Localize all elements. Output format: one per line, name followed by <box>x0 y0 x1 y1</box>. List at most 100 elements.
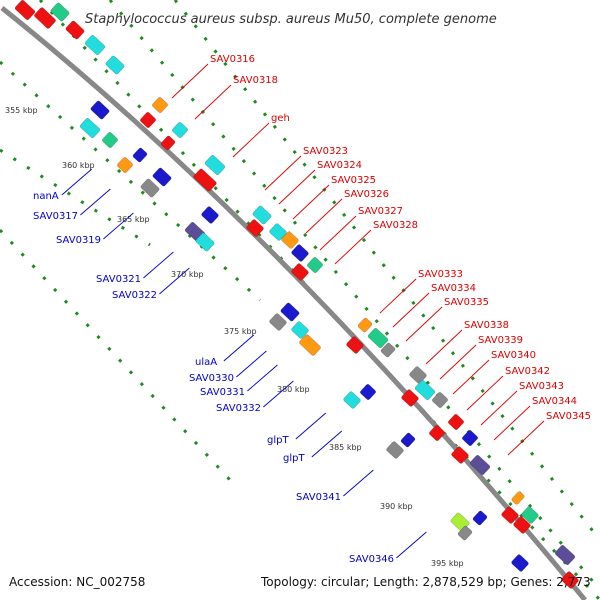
reverse-gene-label[interactable]: SAV0322 <box>112 290 157 301</box>
forward-gene-label[interactable]: SAV0338 <box>464 320 509 331</box>
forward-gene-label[interactable]: SAV0334 <box>431 283 476 294</box>
reverse-leader-line <box>143 251 174 279</box>
forward-leader-line <box>392 292 430 328</box>
label-leader-lines <box>61 63 545 559</box>
gene-feature <box>160 135 176 151</box>
gene-features <box>14 0 579 589</box>
forward-leader-line <box>480 390 518 426</box>
topology-text: Topology: circular; Length: 2,878,529 bp… <box>260 575 591 589</box>
gene-feature <box>360 384 376 400</box>
gene-feature <box>511 491 525 505</box>
forward-gene-label[interactable]: SAV0325 <box>331 175 376 186</box>
gene-feature <box>472 510 488 526</box>
gene-feature <box>501 506 519 524</box>
forward-gene-label[interactable]: SAV0333 <box>418 269 463 280</box>
tick-dot-line <box>0 60 262 302</box>
reverse-gene-label[interactable]: SAV0332 <box>216 403 261 414</box>
forward-gene-label[interactable]: SAV0328 <box>373 220 418 231</box>
forward-leader-line <box>466 375 504 411</box>
forward-gene-label[interactable]: SAV0340 <box>491 350 536 361</box>
forward-gene-label[interactable]: SAV0335 <box>444 297 489 308</box>
forward-leader-line <box>278 169 316 205</box>
gene-feature <box>117 157 133 173</box>
tick-label: 355 kbp <box>5 106 38 115</box>
gene-feature <box>102 132 118 148</box>
forward-gene-label[interactable]: SAV0318 <box>233 75 278 86</box>
gene-feature <box>401 389 419 407</box>
tick-label: 360 kbp <box>62 161 95 170</box>
reverse-gene-label[interactable]: SAV0330 <box>189 373 234 384</box>
reverse-gene-label[interactable]: nanA <box>33 191 59 202</box>
gene-feature <box>79 118 101 138</box>
gene-feature <box>307 257 323 273</box>
gene-feature <box>195 232 215 252</box>
forward-leader-line <box>292 184 330 220</box>
forward-leader-line <box>334 229 372 265</box>
gene-feature <box>280 302 300 322</box>
tick-dot-line <box>108 0 600 591</box>
tick-label: 385 kbp <box>329 443 362 452</box>
forward-gene-label[interactable]: SAV0339 <box>478 335 523 346</box>
tick-label: 390 kbp <box>380 502 413 511</box>
reverse-gene-label[interactable]: ulaA <box>195 357 217 368</box>
forward-leader-line <box>264 155 302 191</box>
forward-gene-label[interactable]: SAV0323 <box>303 146 348 157</box>
forward-leader-line <box>194 84 232 120</box>
gene-feature <box>448 414 464 430</box>
reverse-leader-line <box>396 531 427 559</box>
forward-gene-label[interactable]: SAV0316 <box>210 54 255 65</box>
reverse-gene-label[interactable]: glpT <box>267 435 289 446</box>
reverse-gene-label[interactable]: SAV0341 <box>296 492 341 503</box>
forward-gene-label[interactable]: SAV0326 <box>344 189 389 200</box>
gene-feature <box>84 35 106 55</box>
forward-gene-label[interactable]: SAV0344 <box>532 396 577 407</box>
gene-feature <box>291 263 309 281</box>
forward-gene-label[interactable]: SAV0343 <box>519 381 564 392</box>
reverse-leader-line <box>295 412 327 440</box>
gene-feature <box>346 336 364 354</box>
reverse-gene-label[interactable]: SAV0331 <box>200 387 245 398</box>
tick-label: 380 kbp <box>277 385 310 394</box>
tick-label: 370 kbp <box>171 270 204 279</box>
gene-feature <box>513 516 531 534</box>
reverse-gene-label[interactable]: glpT <box>283 453 305 464</box>
gene-feature <box>469 455 491 475</box>
gene-feature <box>521 506 539 524</box>
forward-leader-line <box>232 122 270 158</box>
gene-feature <box>14 0 36 20</box>
forward-leader-line <box>425 329 463 365</box>
reverse-gene-label[interactable]: SAV0317 <box>33 211 78 222</box>
gene-feature <box>269 223 287 241</box>
gene-feature <box>457 525 473 541</box>
forward-gene-label[interactable]: SAV0324 <box>317 160 362 171</box>
gene-feature <box>281 231 299 249</box>
tick-dot-line <box>173 0 600 541</box>
reverse-leader-line <box>103 212 134 240</box>
gene-feature <box>400 432 416 448</box>
gene-feature <box>252 205 272 225</box>
reverse-gene-label[interactable]: SAV0321 <box>96 274 141 285</box>
forward-gene-label[interactable]: geh <box>271 113 290 124</box>
gene-feature <box>201 206 219 224</box>
gene-feature <box>291 321 309 339</box>
gene-feature <box>462 430 478 446</box>
gene-feature <box>90 100 110 120</box>
forward-gene-label[interactable]: SAV0327 <box>358 206 403 217</box>
gene-feature <box>386 441 404 459</box>
forward-gene-label[interactable]: SAV0342 <box>505 366 550 377</box>
forward-gene-label[interactable]: SAV0345 <box>546 411 591 422</box>
reverse-leader-line <box>247 364 278 392</box>
gene-feature <box>409 366 427 384</box>
gene-feature <box>152 167 172 187</box>
reverse-gene-label[interactable]: SAV0319 <box>56 235 101 246</box>
reverse-gene-label[interactable]: SAV0346 <box>349 554 394 565</box>
forward-leader-line <box>305 198 343 234</box>
gene-feature <box>65 20 85 40</box>
tick-label: 375 kbp <box>224 327 257 336</box>
gene-feature <box>34 7 56 29</box>
gene-feature <box>140 178 160 198</box>
